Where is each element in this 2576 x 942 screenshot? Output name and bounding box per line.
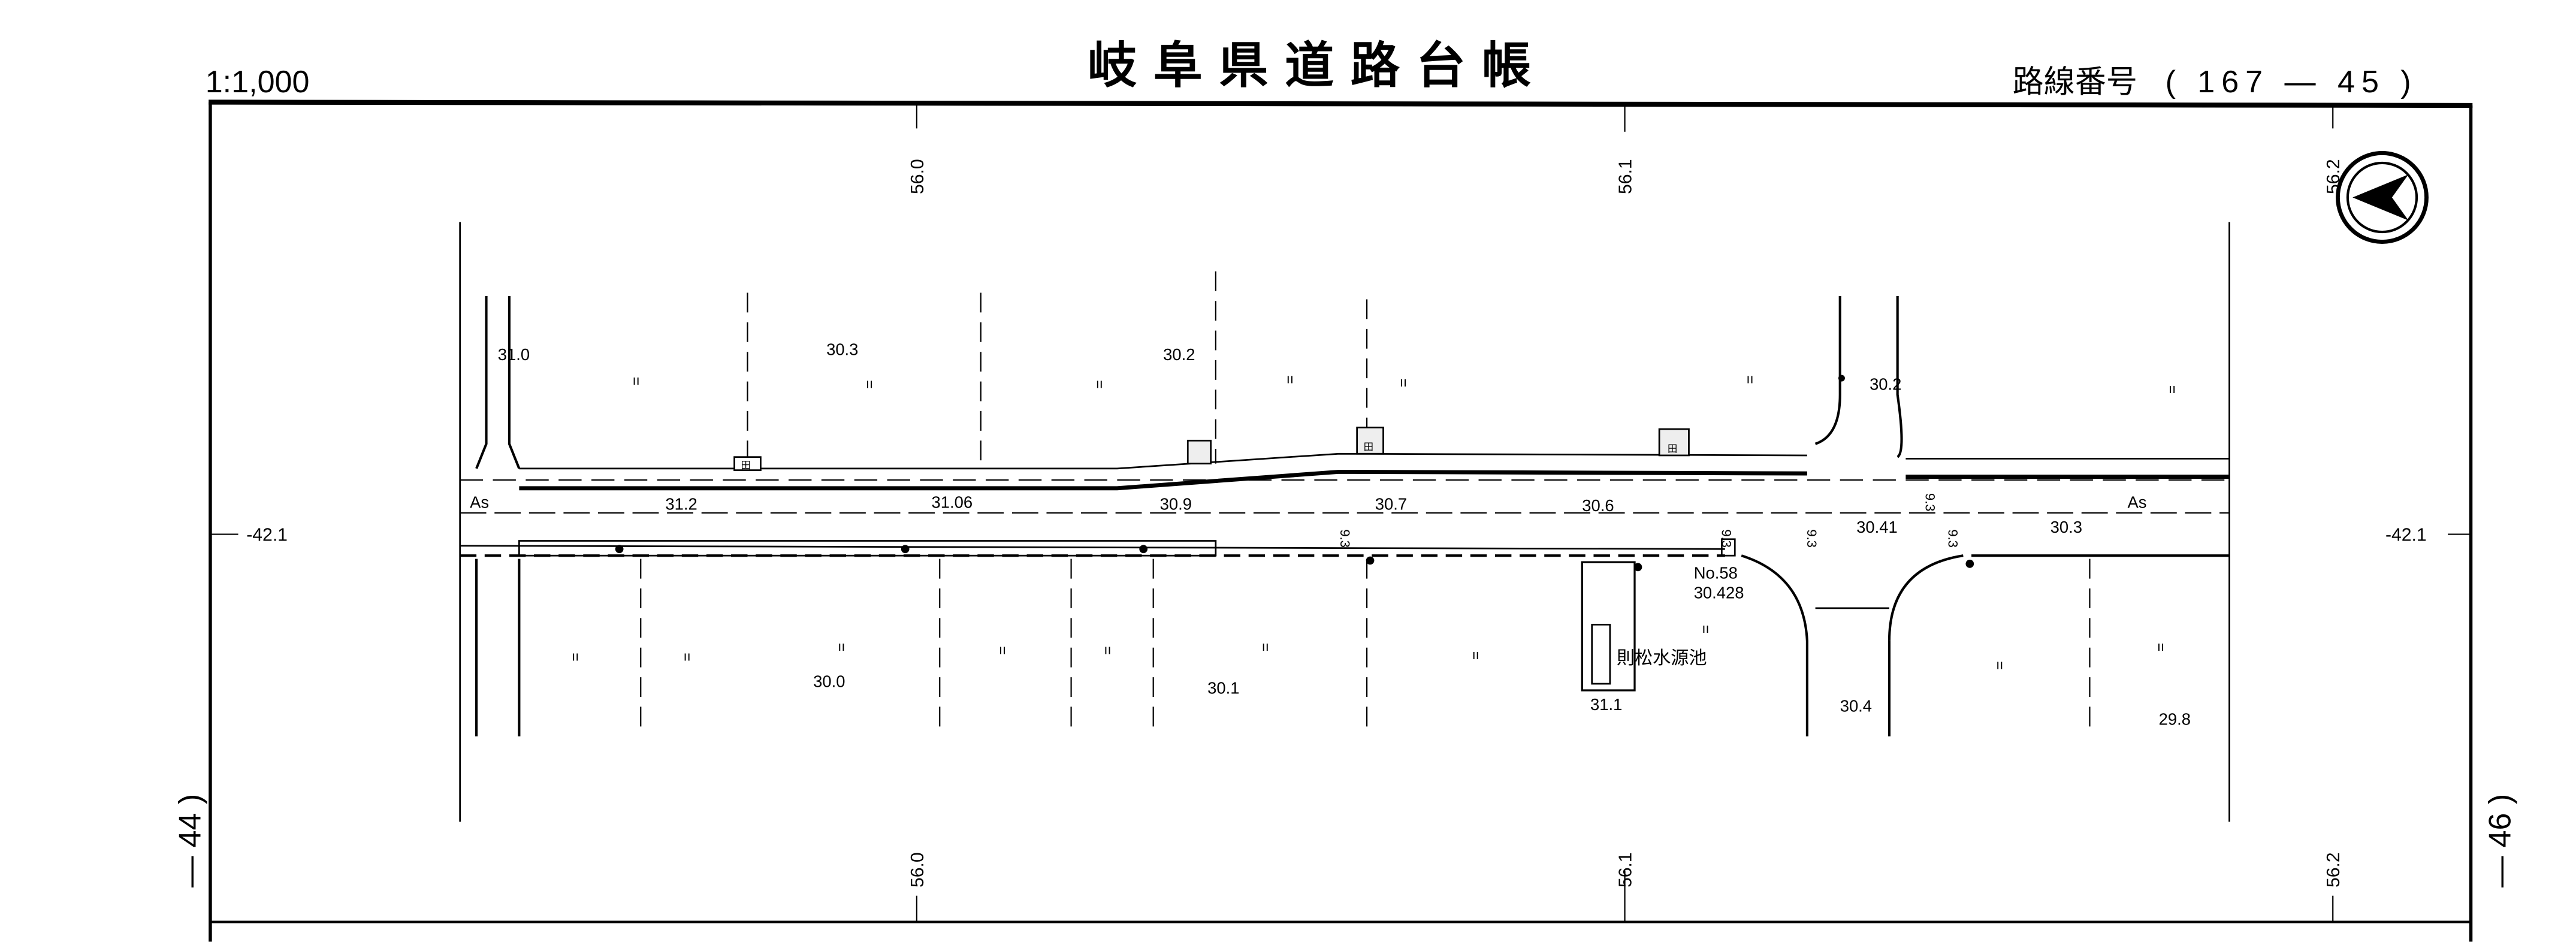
route-number: ( 167 — 45 ): [2166, 65, 2418, 99]
map-frame: [209, 99, 2473, 942]
svg-text:田: 田: [741, 460, 751, 471]
scale-label: 1:1,000: [206, 65, 310, 99]
grid-label-x: 56.1: [1616, 852, 1636, 887]
width-label: 9.3: [1946, 529, 1961, 547]
elevation-label: 30.41: [1856, 518, 1898, 536]
elevation-label: 30.1: [1207, 679, 1239, 698]
svg-text:ıı: ıı: [684, 649, 691, 664]
elevation-label: 30.7: [1375, 494, 1407, 513]
route-label: 路線番号: [2013, 65, 2137, 99]
elevation-label: 30.3: [826, 340, 858, 359]
grid-lines: [210, 105, 2471, 922]
svg-text:田: 田: [1364, 442, 1373, 453]
svg-text:ıı: ıı: [1746, 371, 1753, 386]
elevation-label: 30.3: [2050, 518, 2082, 536]
grid-label-x: 56.1: [1616, 159, 1636, 194]
elevation-label: 31.1: [1590, 695, 1622, 714]
svg-text:ıı: ıı: [866, 376, 873, 391]
svg-text:ıı: ıı: [1262, 639, 1269, 654]
svg-text:ıı: ıı: [1287, 371, 1294, 386]
station-marker-icon: [1720, 538, 1736, 557]
svg-text:ıı: ıı: [999, 642, 1006, 657]
svg-text:ıı: ıı: [572, 649, 579, 664]
elevation-label: 30.0: [813, 672, 845, 691]
grid-label-x: 56.0: [908, 159, 928, 194]
land-use-marks: ıı ıı ıı ıı ıı ıı ıı ıı ıı ıı ıı ıı ıı ı…: [572, 371, 2176, 672]
place-name: 則松水源池: [1617, 648, 1707, 668]
building-icons: 田 田 田: [733, 426, 1690, 472]
svg-text:ıı: ıı: [2169, 381, 2176, 396]
svg-text:ıı: ıı: [633, 373, 640, 388]
width-label: 9.3: [1804, 529, 1819, 547]
elevation-label: 31.2: [665, 494, 697, 513]
width-label: 9.3: [1337, 529, 1352, 547]
grid-label-y: -42.1: [246, 526, 288, 545]
north-arrow-icon: [2336, 151, 2429, 244]
station-elevation: 30.428: [1694, 583, 1744, 602]
sheet-boundaries: [459, 222, 2230, 822]
svg-text:ıı: ıı: [2157, 639, 2164, 654]
elevation-label: 30.4: [1840, 697, 1872, 715]
svg-text:ıı: ıı: [1400, 375, 1407, 390]
svg-text:ıı: ıı: [838, 639, 845, 654]
grid-label-x: 56.2: [2324, 852, 2344, 887]
station-label: No.58: [1694, 564, 1738, 582]
svg-text:ıı: ıı: [1702, 621, 1709, 636]
right-sheet-index: — 46 ): [2483, 794, 2517, 887]
road: [460, 271, 2230, 736]
elevation-label: 30.6: [1582, 496, 1614, 515]
page-title: 岐阜県道路台帳: [1088, 38, 1548, 95]
elevation-label: 31.06: [932, 493, 973, 512]
svg-text:田: 田: [1668, 443, 1677, 454]
grid-label-x: 56.0: [908, 852, 928, 887]
svg-text:ıı: ıı: [1096, 376, 1103, 391]
svg-text:ıı: ıı: [1104, 642, 1111, 657]
svg-text:ıı: ıı: [1472, 647, 1479, 662]
elevation-label: 30.2: [1870, 375, 1901, 393]
grid-label-y: -42.1: [2385, 526, 2427, 545]
elevation-label: 30.9: [1160, 494, 1192, 513]
width-label: 9.3: [1922, 493, 1937, 511]
elevation-label: 30.2: [1163, 345, 1195, 364]
surface-label: As: [470, 493, 489, 512]
left-sheet-index: — 44 ): [173, 794, 207, 887]
svg-text:ıı: ıı: [1996, 657, 2003, 672]
utility-pole-icons: [615, 375, 1974, 572]
surface-label: As: [2128, 493, 2147, 512]
elevation-label: 29.8: [2159, 710, 2191, 729]
elevation-label: 31.0: [498, 345, 530, 364]
